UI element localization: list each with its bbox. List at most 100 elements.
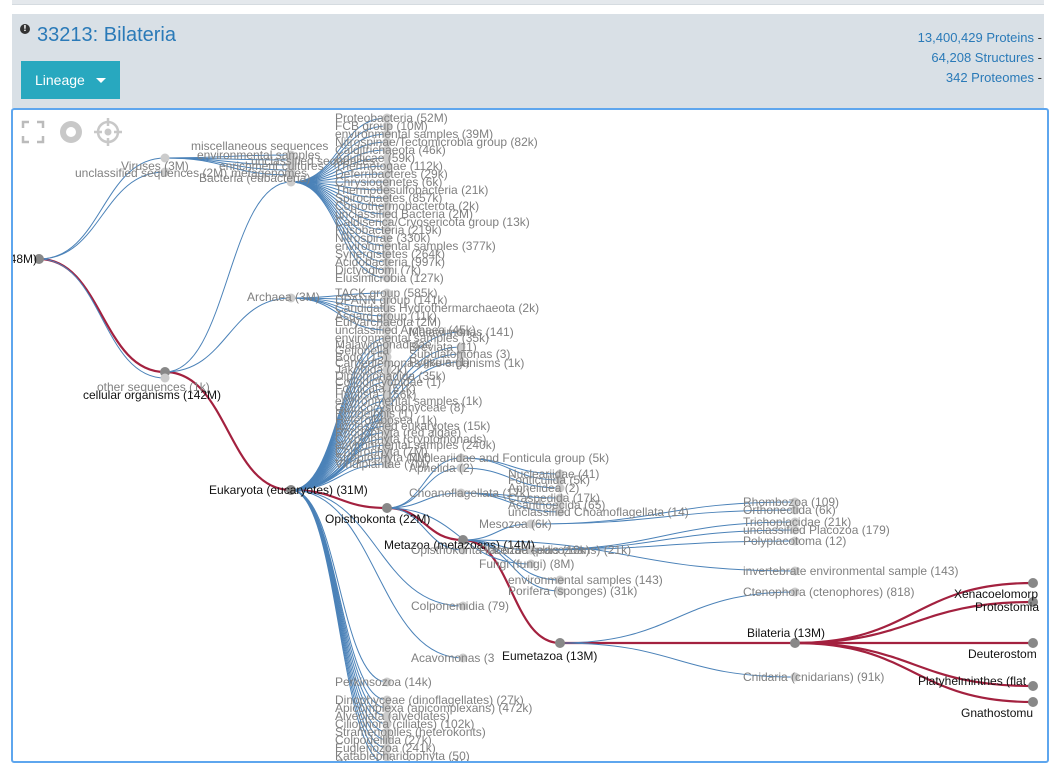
tree-node-nucleariidae[interactable]	[456, 453, 466, 463]
tree-label-cnidaria[interactable]: Cnidaria (cnidarians) (91k)	[743, 670, 884, 684]
tree-label-archaea[interactable]: Archaea (3M)	[247, 290, 320, 304]
tree-label-chrysiogenetes[interactable]: Chrysiogenetes (6k)	[335, 175, 442, 189]
tree-label-diplomonadida[interactable]: Diplomonadida (35k)	[335, 369, 446, 383]
tree-label-colpodellida[interactable]: Colpodellida (27k)	[335, 733, 432, 747]
tree-label-deuterostomia[interactable]: Deuterostom	[968, 647, 1037, 661]
tree-label-breviata[interactable]: Breviata (11)	[409, 340, 477, 354]
tree-label-streptophyta[interactable]: Streptophyta (7M)	[335, 451, 431, 465]
tree-label-unclassified_top[interactable]: unclassified sequences	[251, 154, 375, 168]
tree-node-deferribacteres[interactable]	[382, 169, 392, 179]
tree-label-env_samples_b2[interactable]: environmental samples (377k)	[335, 239, 496, 253]
tree-node-perkinsozoa[interactable]	[382, 677, 392, 687]
tree-label-nucleariidae[interactable]: Nucleariidae and Fonticula group (5k)	[409, 451, 609, 465]
tree-node-env_samples_m[interactable]	[555, 575, 565, 585]
tree-label-caldiserica[interactable]: Caldiserica/Cryosericota group (13k)	[335, 215, 530, 229]
tree-node-gefionella[interactable]	[382, 346, 392, 356]
tree-node-xenacoel[interactable]	[1028, 578, 1038, 588]
tree-node-subulatomonas[interactable]	[456, 349, 466, 359]
tree-node-acavomonas[interactable]	[458, 653, 468, 663]
tree-node-viruses[interactable]	[160, 153, 170, 163]
tree-label-nitrospirae[interactable]: Nitrospirae (330k)	[335, 231, 430, 245]
tree-label-env_samples_f[interactable]: environmental samples (1k)	[335, 394, 482, 408]
tree-node-tack[interactable]	[382, 288, 392, 298]
tree-label-unclassified_seq[interactable]: unclassified sequences (2M)	[75, 166, 227, 180]
tree-label-misc_seq[interactable]: miscellaneous sequences	[191, 139, 328, 153]
tree-node-alveolata[interactable]	[382, 711, 392, 721]
tree-node-proteobacteria[interactable]	[382, 113, 392, 123]
tree-node-placozoa[interactable]	[526, 545, 536, 555]
tree-node-rhodophyta[interactable]	[382, 428, 392, 437]
tree-label-cryptophyta[interactable]: Cryptophyta (cryptomonads)	[335, 432, 486, 446]
tree-node-ctenophora[interactable]	[790, 587, 800, 597]
tree-node-pygsuia[interactable]	[456, 357, 466, 367]
tree-label-glaucocystophyceae[interactable]: Glaucocystophyceae (8)	[335, 400, 464, 414]
tree-label-unclassified_arch[interactable]: unclassified Archaea (45k)	[335, 323, 476, 337]
tree-label-gefionella[interactable]: Gefionella	[335, 344, 389, 358]
tree-node-malawimonadidae[interactable]	[382, 339, 392, 349]
tree-label-aquificae[interactable]: Aquificae (59k)	[335, 151, 415, 165]
tree-label-malawimonadidae[interactable]: Malawimonadidae	[335, 337, 432, 351]
tree-label-env_samples_m[interactable]: environmental samples (143)	[508, 573, 663, 587]
tree-node-fungi[interactable]	[526, 559, 536, 569]
tree-node-archaea[interactable]	[286, 293, 296, 303]
tree-node-invertebrate_env[interactable]	[790, 566, 800, 576]
tree-label-unclassified_placozoa[interactable]: unclassified Placozoa (179)	[743, 523, 890, 537]
tree-node-rhizaria_env[interactable]	[382, 440, 392, 450]
tree-node-spirochaetes[interactable]	[382, 193, 392, 203]
tree-label-colponemidia[interactable]: Colponemidia (79)	[411, 599, 509, 613]
tree-label-choanoflagellata[interactable]: Choanoflagellata (17k)	[409, 486, 530, 500]
tree-label-proteobacteria[interactable]: Proteobacteria (52M)	[335, 111, 448, 125]
tree-label-cellular[interactable]: cellular organisms (142M)	[83, 388, 221, 402]
tree-node-heterolobosea[interactable]	[382, 415, 392, 425]
tree-label-bodo[interactable]: Bodo (15)	[335, 350, 388, 364]
tree-node-apicomplexa[interactable]	[382, 703, 392, 713]
tree-label-metazoa[interactable]: Metazoa (metazoans) (14M)	[384, 538, 535, 552]
tree-label-xenacoel[interactable]: Xenacoelomorp	[954, 587, 1038, 601]
tree-node-protostomia[interactable]	[1028, 597, 1038, 607]
tree-node-bacteria[interactable]	[286, 177, 296, 187]
tree-label-euryarchaeota[interactable]: Euryarchaeota (2M)	[335, 315, 441, 329]
tree-node-malawimonas[interactable]	[456, 327, 466, 337]
tree-node-haptista[interactable]	[382, 390, 392, 400]
tree-node-eukaryota[interactable]	[286, 485, 296, 495]
tree-label-aphelidea[interactable]: Aphelidea (2)	[508, 481, 579, 495]
tree-label-pygsuia[interactable]: Pygsuia (1)	[409, 355, 470, 369]
tree-node-unclassified_arch[interactable]	[382, 325, 392, 335]
tree-node-fonticulida[interactable]	[555, 475, 565, 485]
tree-label-fcb[interactable]: FCB group (10M)	[335, 119, 428, 133]
tree-label-heterolobosea[interactable]: Heterolobosea (1k)	[335, 413, 437, 427]
tree-label-chlorophyta[interactable]: Chlorophyta (7M)	[335, 444, 428, 458]
tree-node-euglenozoa[interactable]	[382, 743, 392, 753]
tree-node-dinophyceae[interactable]	[382, 695, 392, 705]
tree-node-orthonectida[interactable]	[790, 505, 800, 515]
tree-label-metagenomes[interactable]: metagenomes	[231, 166, 307, 180]
tree-node-euryarchaeota[interactable]	[382, 317, 392, 327]
tree-label-bacteria[interactable]: Bacteria (eubacteria)	[199, 171, 310, 185]
tree-label-platyhelminthes[interactable]: Platyhelminthes (flat	[918, 674, 1027, 688]
tree-label-elusimicrobia[interactable]: Elusimicrobia (127k)	[335, 271, 444, 285]
tree-node-colpodellida[interactable]	[382, 735, 392, 745]
tree-node-fornicata[interactable]	[382, 383, 392, 393]
tree-node-chlorophyta[interactable]	[382, 446, 392, 456]
tree-node-jakobida[interactable]	[382, 365, 392, 374]
tree-node-cnidaria[interactable]	[790, 672, 800, 682]
tree-node-fusobacteria[interactable]	[382, 225, 392, 235]
tree-label-nucleariidae2[interactable]: Nucleariidae (41)	[508, 467, 599, 481]
tree-label-glaucocystophyceae2[interactable]: Glaucocystophyceae (1k)	[335, 757, 470, 761]
lineage-dropdown-button[interactable]: Lineage	[21, 61, 120, 99]
tree-label-collodictyonidae[interactable]: Collodictyonidae (1)	[335, 375, 441, 389]
taxonomy-tree-panel[interactable]: ot (148M)cellular organisms (142M)Eukary…	[11, 108, 1049, 763]
tree-label-env_samples_e[interactable]: environmental samples (35k)	[335, 331, 489, 345]
tree-node-opisthokonta_is[interactable]	[458, 545, 468, 555]
tree-label-hydrothermarchaeota[interactable]: Candidatus Hydrothermarchaeota (2k)	[335, 301, 539, 315]
taxonomy-tree[interactable]: ot (148M)cellular organisms (142M)Eukary…	[13, 110, 1047, 761]
tree-node-synergistetes[interactable]	[382, 249, 392, 259]
tree-label-ctenophora[interactable]: Ctenophora (ctenophores) (818)	[743, 585, 914, 599]
tree-label-euglenozoa[interactable]: Euglenozoa (241k)	[335, 741, 436, 755]
tree-node-aphelidea[interactable]	[555, 483, 565, 493]
tree-node-hydrothermarchaeota[interactable]	[382, 303, 392, 313]
tree-label-perkinsozoa[interactable]: Perkinsozoa (14k)	[335, 675, 432, 689]
tree-label-rhombozoa[interactable]: Rhombozoa (109)	[743, 495, 839, 509]
tree-label-dictyoglomi[interactable]: Dictyoglomi (7k)	[335, 263, 421, 277]
tree-node-cryptophyta[interactable]	[382, 434, 392, 444]
